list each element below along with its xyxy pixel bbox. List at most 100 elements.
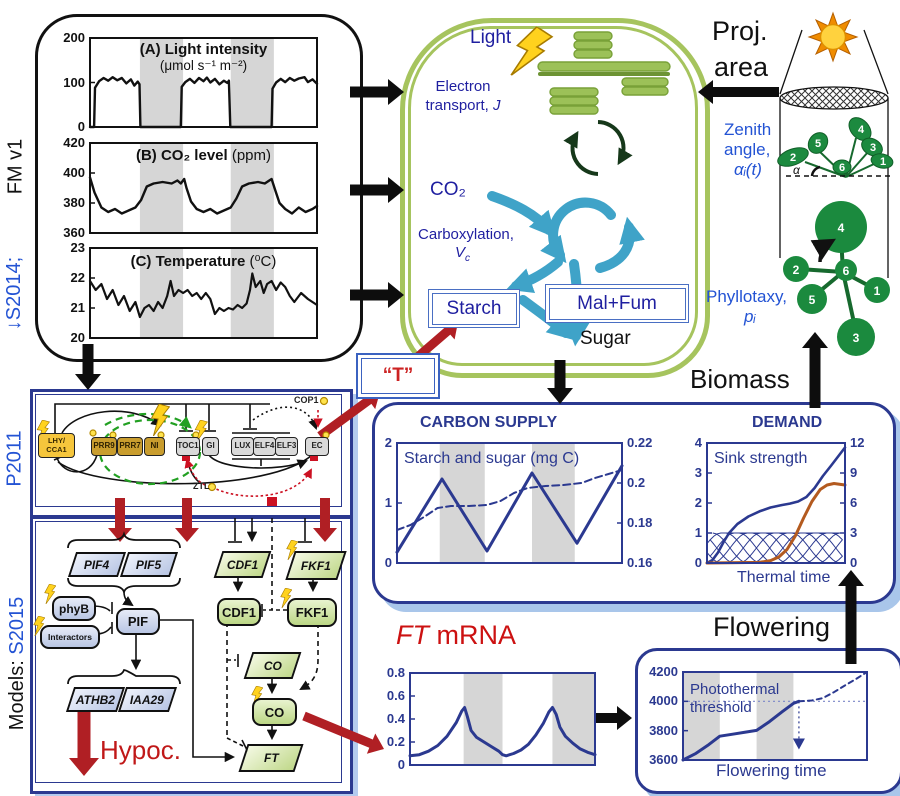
gene-prr9: PRR9 [91,437,117,456]
phyllotaxy-label: Phyllotaxy, [706,287,787,306]
plant-top-view: 4 2 6 1 5 3 [783,201,890,356]
supply-series-label: Starch and sugar (mg C) [404,450,580,467]
axis-tick-left: 200 [63,30,85,45]
axis-tick-left: 23 [70,240,85,255]
gene-toc1: TOC1 [176,437,200,456]
iaa29-label: IAA29 [130,692,165,707]
proj-label-1: Proj. [712,16,768,46]
side-label-fmv1: FM v1 [4,138,27,195]
chart-temperature: 20 21 22 23 [71,240,319,345]
lhy-line1: LHY/ [47,436,66,446]
sink-strength-label: Sink strength [714,450,808,467]
models-value: S2015 [6,596,29,655]
starch-label: Starch [431,292,517,325]
carbon-supply-heading: CARBON SUPPLY [420,414,558,431]
electron-line1: Electron [435,78,491,95]
panel-b-units: (ppm) [231,147,272,164]
axis-tick-left: 3800 [649,722,678,738]
leaf-number: 3 [870,142,876,154]
electron-line2: transport, [425,96,494,114]
side-label-s2014: ↓S2014; [3,256,26,331]
axis-tick-left: 20 [70,330,85,345]
projection-funnel [779,29,889,278]
arrow-projarea-to-cell [698,80,779,104]
t-signal-box: “T” [356,353,440,399]
panel-c-title: (C) Temperature (⁰C) [90,252,317,270]
malfum-box: Mal+Fum [545,284,689,323]
axis-tick-left: 1 [694,525,702,540]
gene-fkf1: FKF1 [285,551,347,580]
cell-vc-label: Vc [455,244,470,264]
pif5-label: PIF5 [136,557,162,572]
gene-cdf1: CDF1 [213,551,272,578]
zenith-label-1: Zenith [724,120,772,139]
leaf-number: 5 [809,293,816,307]
cop1-label: COP1 [294,395,319,405]
axis-tick-left: 0 [384,555,392,570]
axis-tick-left: 2 [694,495,702,510]
t-signal-label: “T” [361,358,435,394]
photothermal-label-1: Photothermal [690,681,780,698]
pif4-label: PIF4 [84,557,110,572]
chart-light-intensity: 0 100 200 [63,30,319,134]
demand-heading: DEMAND [752,414,823,431]
electron-var-j: J [493,96,501,114]
axis-tick-left: 21 [70,300,85,315]
cell-co2-label: CO₂ [430,179,466,200]
interactors-box: Interactors [40,625,100,649]
zenith-label-2: angle, [724,140,771,159]
axis-tick-left: 0 [694,555,702,570]
axis-tick-right: 12 [850,435,865,450]
axis-tick-left: 22 [70,270,85,285]
biomass-label: Biomass [690,364,790,394]
axis-tick-right: 0.22 [627,435,653,450]
axis-tick-left: 1 [384,495,392,510]
ft-title-rest: mRNA [429,620,517,650]
axis-tick-left: 3 [694,465,702,480]
ft-mrna-title: FT mRNA [396,620,516,651]
gene-ec: EC [305,437,329,456]
axis-tick-left: 400 [63,165,85,180]
panel-a-units: (μmol s⁻¹ m⁻²) [159,58,248,73]
panel-c-title-bold: (C) Temperature [130,253,246,270]
ft-title-var: FT [396,620,429,650]
axis-tick-left: 100 [63,74,85,90]
cdf1-gene-label: CDF1 [226,557,259,572]
axis-tick-right: 0 [850,555,858,570]
sun-icon [807,11,859,63]
leaf-number: 6 [843,264,850,278]
axis-tick-left: 0.4 [386,711,405,726]
axis-tick-right: 3 [850,525,858,540]
fkf1-gene-label: FKF1 [301,558,331,573]
leaf-number: 4 [838,221,845,235]
gene-co: CO [243,652,302,679]
cell-carboxylation-label: Carboxylation, [418,226,514,243]
gene-iaa29: IAA29 [117,687,178,712]
fkf1-box: FKF1 [287,598,337,627]
gene-athb2: ATHB2 [65,687,126,712]
leaf-number: 6 [839,162,845,174]
flowering-heading: Flowering [713,612,831,642]
side-label-models-s2015: Models: S2015 [6,597,29,730]
gene-gi: GI [202,437,219,456]
ft-gene-label: FT [263,751,279,765]
axis-tick-left: 0.6 [386,688,405,703]
right-column-graphics: 2 5 4 3 1 6 4 2 6 1 5 [777,11,894,356]
leaf-number: 4 [858,124,865,136]
gene-elf4: ELF4 [253,437,276,456]
panel-b-title: (B) CO₂ level (ppm) [90,147,317,164]
axis-tick-left: 380 [63,195,85,210]
panel-c-units: (⁰C) [249,253,277,270]
gene-lhy-cca1: LHY/CCA1 [38,433,75,458]
models-prefix: Models: [6,654,29,731]
gene-pif5: PIF5 [119,552,179,577]
axis-tick-right: 0.18 [627,515,653,530]
axis-tick-left: 0 [77,119,85,134]
hypocotyl-label: Hypoc. [100,735,181,765]
athb2-label: ATHB2 [75,692,116,707]
